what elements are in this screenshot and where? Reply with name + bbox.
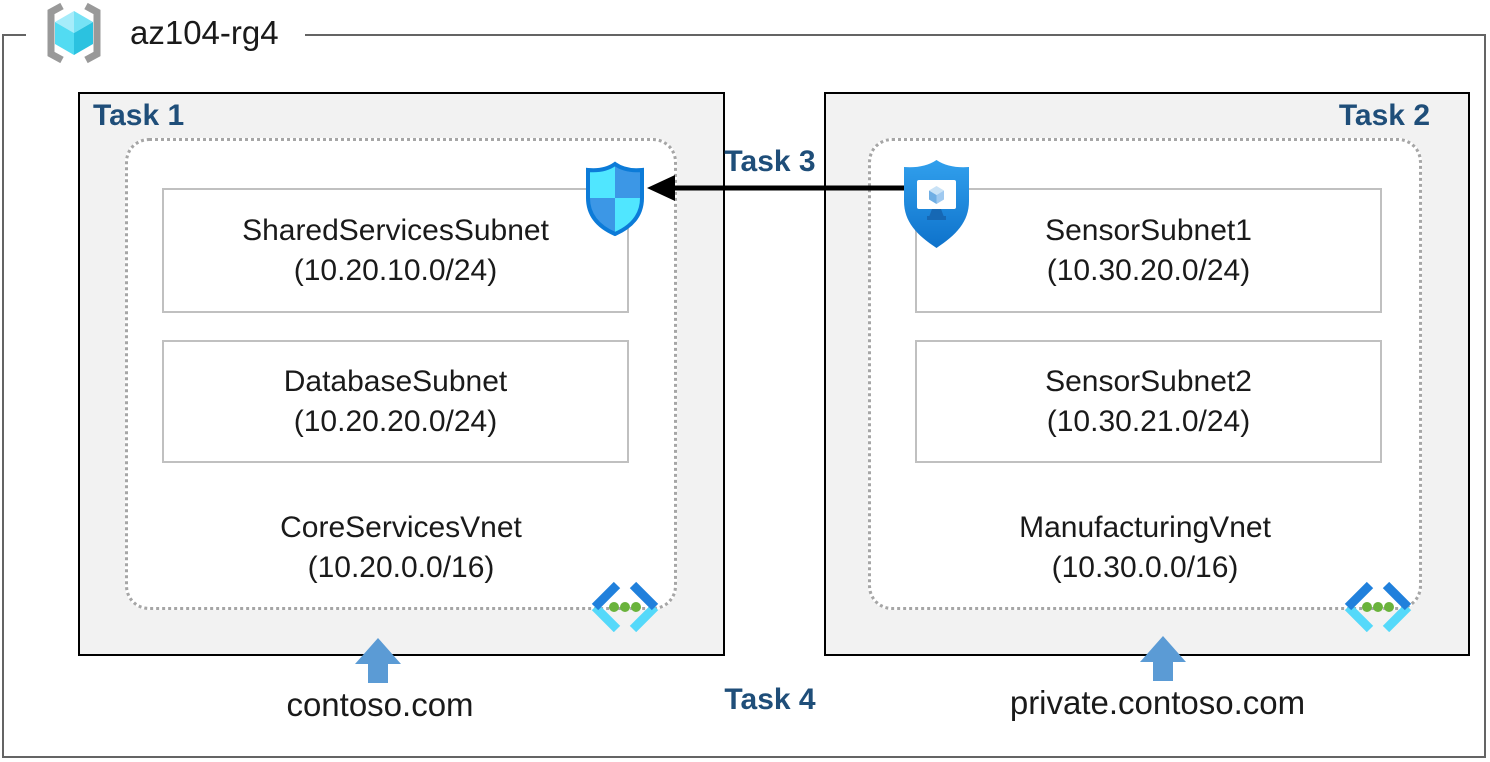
- resource-group-border: [2, 34, 1486, 758]
- sensor-subnet2-box: SensorSubnet2 (10.30.21.0/24): [915, 340, 1382, 463]
- subnet-name: SharedServicesSubnet: [242, 213, 549, 247]
- manufacturing-vnet-label: ManufacturingVnet (10.30.0.0/16): [868, 508, 1422, 588]
- subnet-name: SensorSubnet1: [1045, 213, 1252, 247]
- left-arrow-connector: [647, 175, 909, 201]
- resource-group-name: az104-rg4: [130, 14, 279, 51]
- subnet-prefix: (10.20.10.0/24): [293, 253, 498, 287]
- core-services-vnet-label: CoreServicesVnet (10.20.0.0/16): [125, 508, 677, 588]
- task4-label: Task 4: [724, 683, 816, 716]
- virtual-network-icon: [591, 581, 659, 632]
- sensor-subnet1-box: SensorSubnet1 (10.30.20.0/24): [915, 188, 1382, 313]
- dns-up-arrow-icon: [1140, 636, 1186, 681]
- vnet-address-space: (10.30.0.0/16): [1051, 551, 1239, 584]
- subnet-prefix: (10.20.20.0/24): [293, 404, 498, 438]
- network-security-group-icon: [586, 161, 644, 237]
- vnet-name: ManufacturingVnet: [1019, 511, 1271, 544]
- subnet-name: DatabaseSubnet: [283, 364, 508, 398]
- subnet-prefix: (10.30.20.0/24): [1046, 253, 1251, 287]
- task3-label: Task 3: [724, 145, 816, 178]
- resource-group-icon: [47, 2, 101, 64]
- dns-up-arrow-icon: [355, 638, 401, 683]
- subnet-prefix: (10.30.21.0/24): [1046, 404, 1251, 438]
- dns-zone-label-left: contoso.com: [286, 686, 474, 723]
- task2-label: Task 2: [1338, 99, 1430, 132]
- vnet-address-space: (10.20.0.0/16): [307, 551, 495, 584]
- database-subnet-box: DatabaseSubnet (10.20.20.0/24): [162, 340, 629, 463]
- resource-group-legend: az104-rg4: [26, 2, 305, 64]
- virtual-network-icon: [1344, 581, 1412, 632]
- subnet-name: SensorSubnet2: [1045, 364, 1252, 398]
- task1-label: Task 1: [93, 99, 185, 132]
- shared-services-subnet-box: SharedServicesSubnet (10.20.10.0/24): [162, 188, 629, 313]
- shielded-vm-icon: [904, 160, 969, 248]
- dns-zone-label-right: private.contoso.com: [1009, 684, 1306, 721]
- vnet-name: CoreServicesVnet: [280, 511, 522, 544]
